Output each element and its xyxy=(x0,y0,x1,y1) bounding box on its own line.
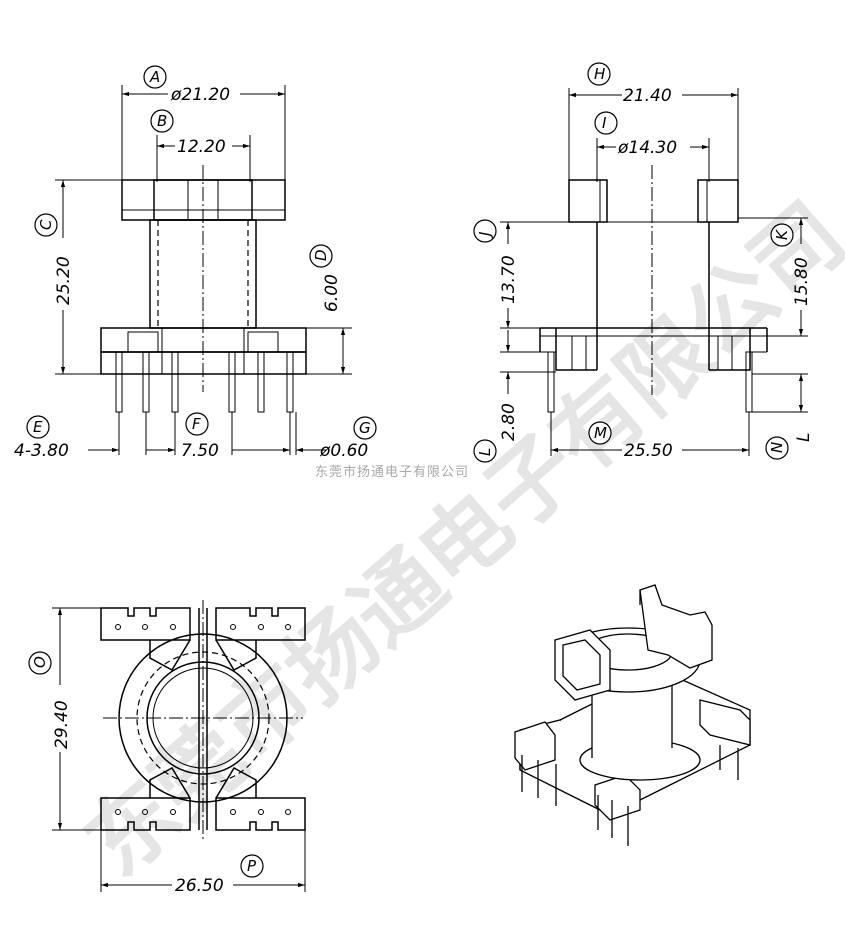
dim-J-value: 13.70 xyxy=(499,255,519,304)
company-note: 东莞市扬通电子有限公司 xyxy=(315,464,469,480)
label-G: G xyxy=(359,419,371,437)
front-view: ø21.20 A 12.20 B 25.20 C 6.00 D xyxy=(14,65,377,461)
label-A-circle xyxy=(143,65,167,89)
label-K: K xyxy=(773,229,791,240)
dim-P-value: 26.50 xyxy=(175,876,224,896)
dim-F-value: 7.50 xyxy=(181,441,219,461)
label-H: H xyxy=(594,65,605,83)
label-A: A xyxy=(149,68,160,86)
dim-L-value: 2.80 xyxy=(499,403,519,441)
dim-A-value: ø21.20 xyxy=(170,85,230,105)
watermark-text: 东莞市扬通电子有限公司 xyxy=(66,183,845,896)
watermark: 东莞市扬通电子有限公司 xyxy=(66,183,845,896)
label-O: O xyxy=(31,656,49,668)
dim-I-value: ø14.30 xyxy=(617,138,677,158)
isometric-view xyxy=(514,584,751,846)
label-C: C xyxy=(37,219,55,230)
label-I: I xyxy=(602,114,607,132)
dim-C-value: 25.20 xyxy=(54,256,74,305)
label-E: E xyxy=(33,418,43,436)
dim-O-value: 29.40 xyxy=(52,700,72,749)
dim-B-value: 12.20 xyxy=(177,137,226,157)
label-F: F xyxy=(192,415,201,433)
label-M: M xyxy=(594,424,607,442)
dim-G-value: ø0.60 xyxy=(319,441,368,461)
label-P: P xyxy=(247,857,257,875)
dim-K-value: 15.80 xyxy=(792,257,812,306)
label-D: D xyxy=(312,249,330,261)
side-view: 21.40 H ø14.30 I 13.70 J 15.80 K 2.80 xyxy=(473,62,814,463)
dim-H-value: 21.40 xyxy=(623,86,672,106)
front-pins xyxy=(115,351,294,413)
dim-D-value: 6.00 xyxy=(322,274,342,312)
dim-E-value: 4-3.80 xyxy=(14,441,69,461)
label-B: B xyxy=(157,112,167,130)
bottom-view: 29.40 O 26.50 P xyxy=(28,600,306,896)
label-N: N xyxy=(768,442,786,453)
dim-M-value: 25.50 xyxy=(624,441,673,461)
dim-L-side: L xyxy=(794,433,814,442)
label-L: L xyxy=(476,448,494,456)
label-J: J xyxy=(476,232,494,239)
